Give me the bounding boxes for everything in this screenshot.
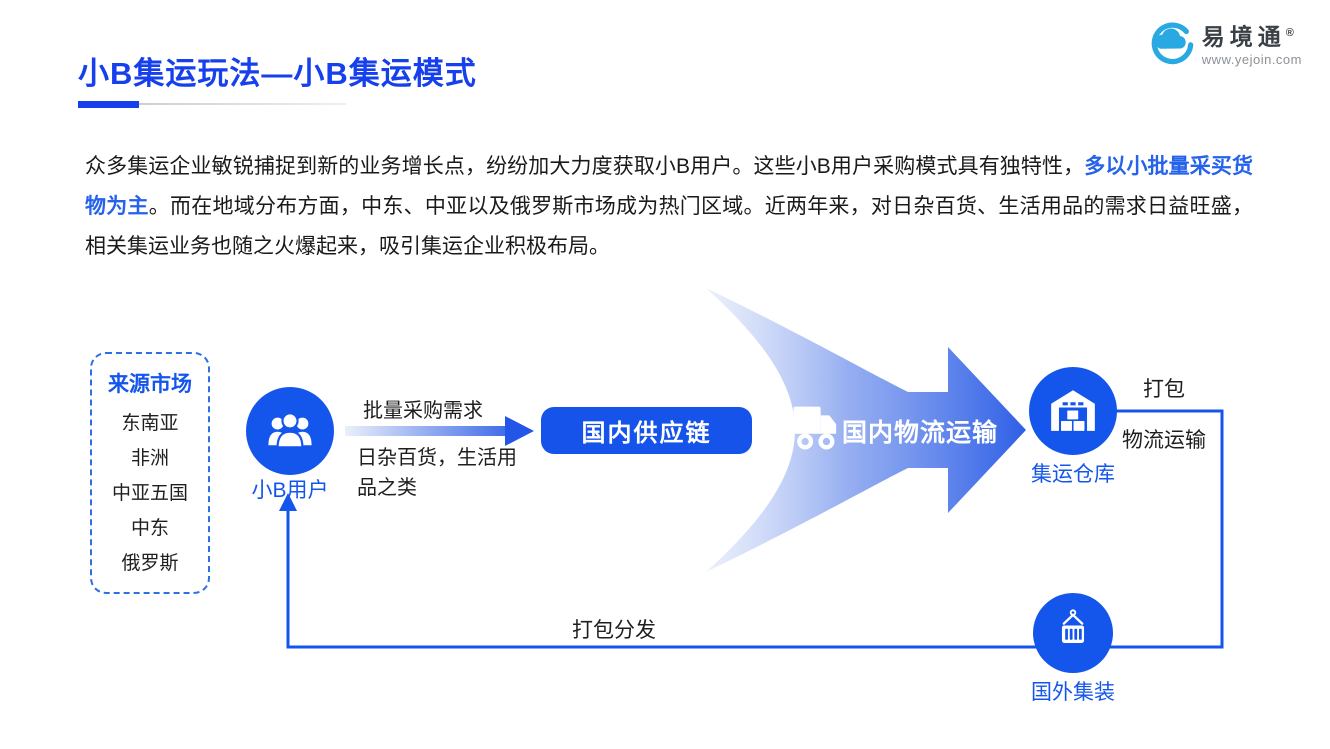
warehouse-label: 集运仓库 xyxy=(1031,463,1115,486)
cloud-e-logo-icon xyxy=(1148,20,1194,71)
transport-edge-label: 物流运输 xyxy=(1122,429,1206,452)
source-market-item: 中亚五国 xyxy=(111,483,188,504)
brand-name: 易境通® xyxy=(1201,23,1294,50)
supply-chain-label: 国内供应链 xyxy=(581,420,712,447)
title-underline-rule xyxy=(139,103,346,105)
brand-logo: 易境通® www.yejoin.com xyxy=(1148,20,1302,71)
container-label: 国外集装 xyxy=(1031,681,1115,704)
source-market-item: 中东 xyxy=(130,518,169,539)
intro-highlight: 多以小批量采买货物为主 xyxy=(85,155,1253,218)
demand-edge-label: 批量采购需求 xyxy=(363,400,483,422)
title-underline-accent xyxy=(78,101,139,108)
brand-site-url: www.yejoin.com xyxy=(1201,51,1302,67)
intro-text-2: 。而在地域分布方面，中东、中亚以及俄罗斯市场成为热门区域。近两年来，对日杂百货、… xyxy=(85,195,1254,258)
logistics-swoosh-arrow xyxy=(706,288,1026,572)
container-node xyxy=(1033,593,1113,673)
logistics-label: 国内物流运输 xyxy=(842,419,999,447)
buyer-label: 小B用户 xyxy=(251,479,329,502)
warehouse-icon xyxy=(1047,383,1099,440)
intro-paragraph: 众多集运企业敏锐捕捉到新的业务增长点，纷纷加大力度获取小B用户。这些小B用户采购… xyxy=(85,147,1253,267)
truck-icon xyxy=(778,402,840,452)
container-crane-icon xyxy=(1050,608,1096,659)
demand-arrow-shaft xyxy=(345,426,507,436)
supply-chain-node: 国内供应链 xyxy=(541,407,752,454)
source-market-item: 非洲 xyxy=(130,448,169,469)
buyer-node xyxy=(246,387,334,475)
users-group-icon xyxy=(263,402,317,461)
page-title: 小B集运玩法—小B集运模式 xyxy=(78,56,477,91)
demand-arrow-head xyxy=(505,416,534,446)
return-path-arrow-head xyxy=(279,493,297,511)
warehouse-node xyxy=(1029,367,1117,455)
source-markets-title: 来源市场 xyxy=(108,373,192,396)
registered-mark: ® xyxy=(1285,27,1294,39)
pack-edge-label: 打包 xyxy=(1143,378,1185,401)
source-market-item: 俄罗斯 xyxy=(121,553,179,574)
goods-edge-label: 日杂百货，生活用品之类 xyxy=(357,447,517,499)
intro-text-1: 众多集运企业敏锐捕捉到新的业务增长点，纷纷加大力度获取小B用户。这些小B用户采购… xyxy=(85,155,1085,178)
return-path-line xyxy=(286,409,1224,649)
source-markets-box: 来源市场 东南亚 非洲 中亚五国 中东 俄罗斯 xyxy=(90,352,210,594)
source-market-item: 东南亚 xyxy=(121,413,179,434)
distribute-edge-label: 打包分发 xyxy=(572,619,656,642)
